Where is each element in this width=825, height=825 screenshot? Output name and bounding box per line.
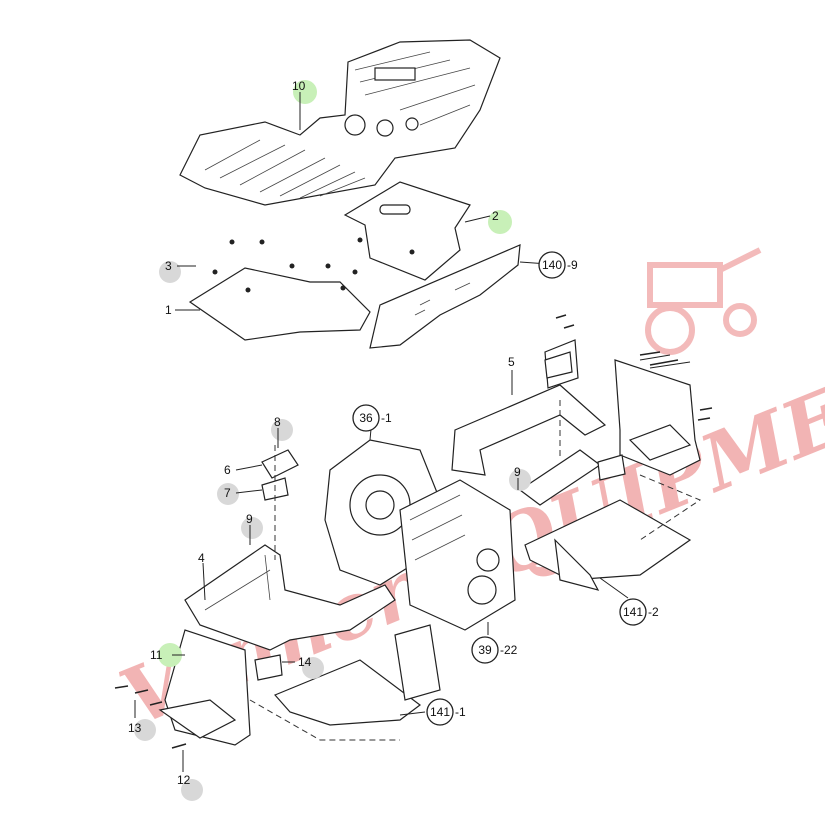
left-step-bracket: [158, 629, 251, 746]
callout-9-left: 9: [246, 512, 253, 526]
highlight-dot: [134, 719, 156, 741]
callout-4: 4: [198, 551, 205, 565]
highlight-dot: [158, 643, 182, 667]
left-frame: [184, 544, 396, 651]
rubber-block-14: [254, 654, 283, 681]
ref-36-suffix: -1: [381, 411, 392, 425]
floor-mat: [179, 39, 501, 206]
highlight-dot: [159, 261, 181, 283]
ref-36-number: 36: [359, 411, 373, 425]
base-plate: [188, 237, 415, 341]
floor-plate: [343, 181, 471, 281]
ref-141-2-number: 141: [623, 605, 643, 619]
ref-39-22: 39 -22: [471, 636, 518, 664]
callout-highlights: [134, 80, 531, 801]
bolts: [114, 314, 713, 749]
callout-3: 3: [165, 259, 172, 273]
left-floor-pan: [273, 624, 441, 726]
callout-5: 5: [508, 355, 515, 369]
leader-lines: [134, 92, 629, 772]
highlight-dot: [217, 483, 239, 505]
right-step-bracket: [614, 354, 701, 476]
ref-141-1-suffix: -1: [455, 705, 466, 719]
ref-141-2-suffix: -2: [648, 605, 659, 619]
ref-39-suffix: -22: [500, 643, 518, 657]
ref-141-1-number: 141: [430, 705, 450, 719]
reference-labels: 140 -9 36 -1 39 -22 141 -2 141 -1: [352, 251, 659, 726]
ref-140-number: 140: [542, 258, 562, 272]
highlight-dot: [271, 419, 293, 441]
callout-9-right: 9: [514, 465, 521, 479]
ref-39-number: 39: [478, 643, 492, 657]
highlight-dot: [293, 80, 317, 104]
callout-13: 13: [128, 721, 142, 735]
ref-140-9: 140 -9: [538, 251, 578, 279]
guide-lines: [249, 400, 702, 741]
gearbox-block: [399, 479, 516, 631]
side-panel: [369, 244, 521, 349]
rubber-block-right: [597, 454, 626, 481]
ref-36-1: 36 -1: [352, 404, 392, 432]
highlight-dot: [302, 657, 324, 679]
callout-2: 2: [492, 209, 499, 223]
ref-141-2: 141 -2: [619, 598, 659, 626]
callout-10: 10: [292, 79, 306, 93]
callout-12: 12: [177, 773, 191, 787]
callout-7: 7: [224, 486, 231, 500]
callout-1: 1: [165, 303, 172, 317]
highlight-dot: [488, 210, 512, 234]
highlight-dot: [241, 517, 263, 539]
callout-11: 11: [150, 648, 163, 662]
callout-8: 8: [274, 415, 281, 429]
rubber-block-top: [544, 351, 573, 379]
tractor-logo-icon: [645, 247, 762, 355]
ref-141-1: 141 -1: [426, 698, 466, 726]
callout-6: 6: [224, 463, 231, 477]
callout-labels: 10 2 3 1 5 8 6 7 9 9 4 11 14 13 12: [128, 79, 521, 787]
shim-plate-6: [261, 449, 299, 479]
right-floor-pan: [524, 499, 692, 591]
callout-14: 14: [298, 655, 312, 669]
ref-140-suffix: -9: [567, 258, 578, 272]
highlight-dot: [509, 469, 531, 491]
highlight-dot: [181, 779, 203, 801]
small-parts: [254, 351, 626, 681]
